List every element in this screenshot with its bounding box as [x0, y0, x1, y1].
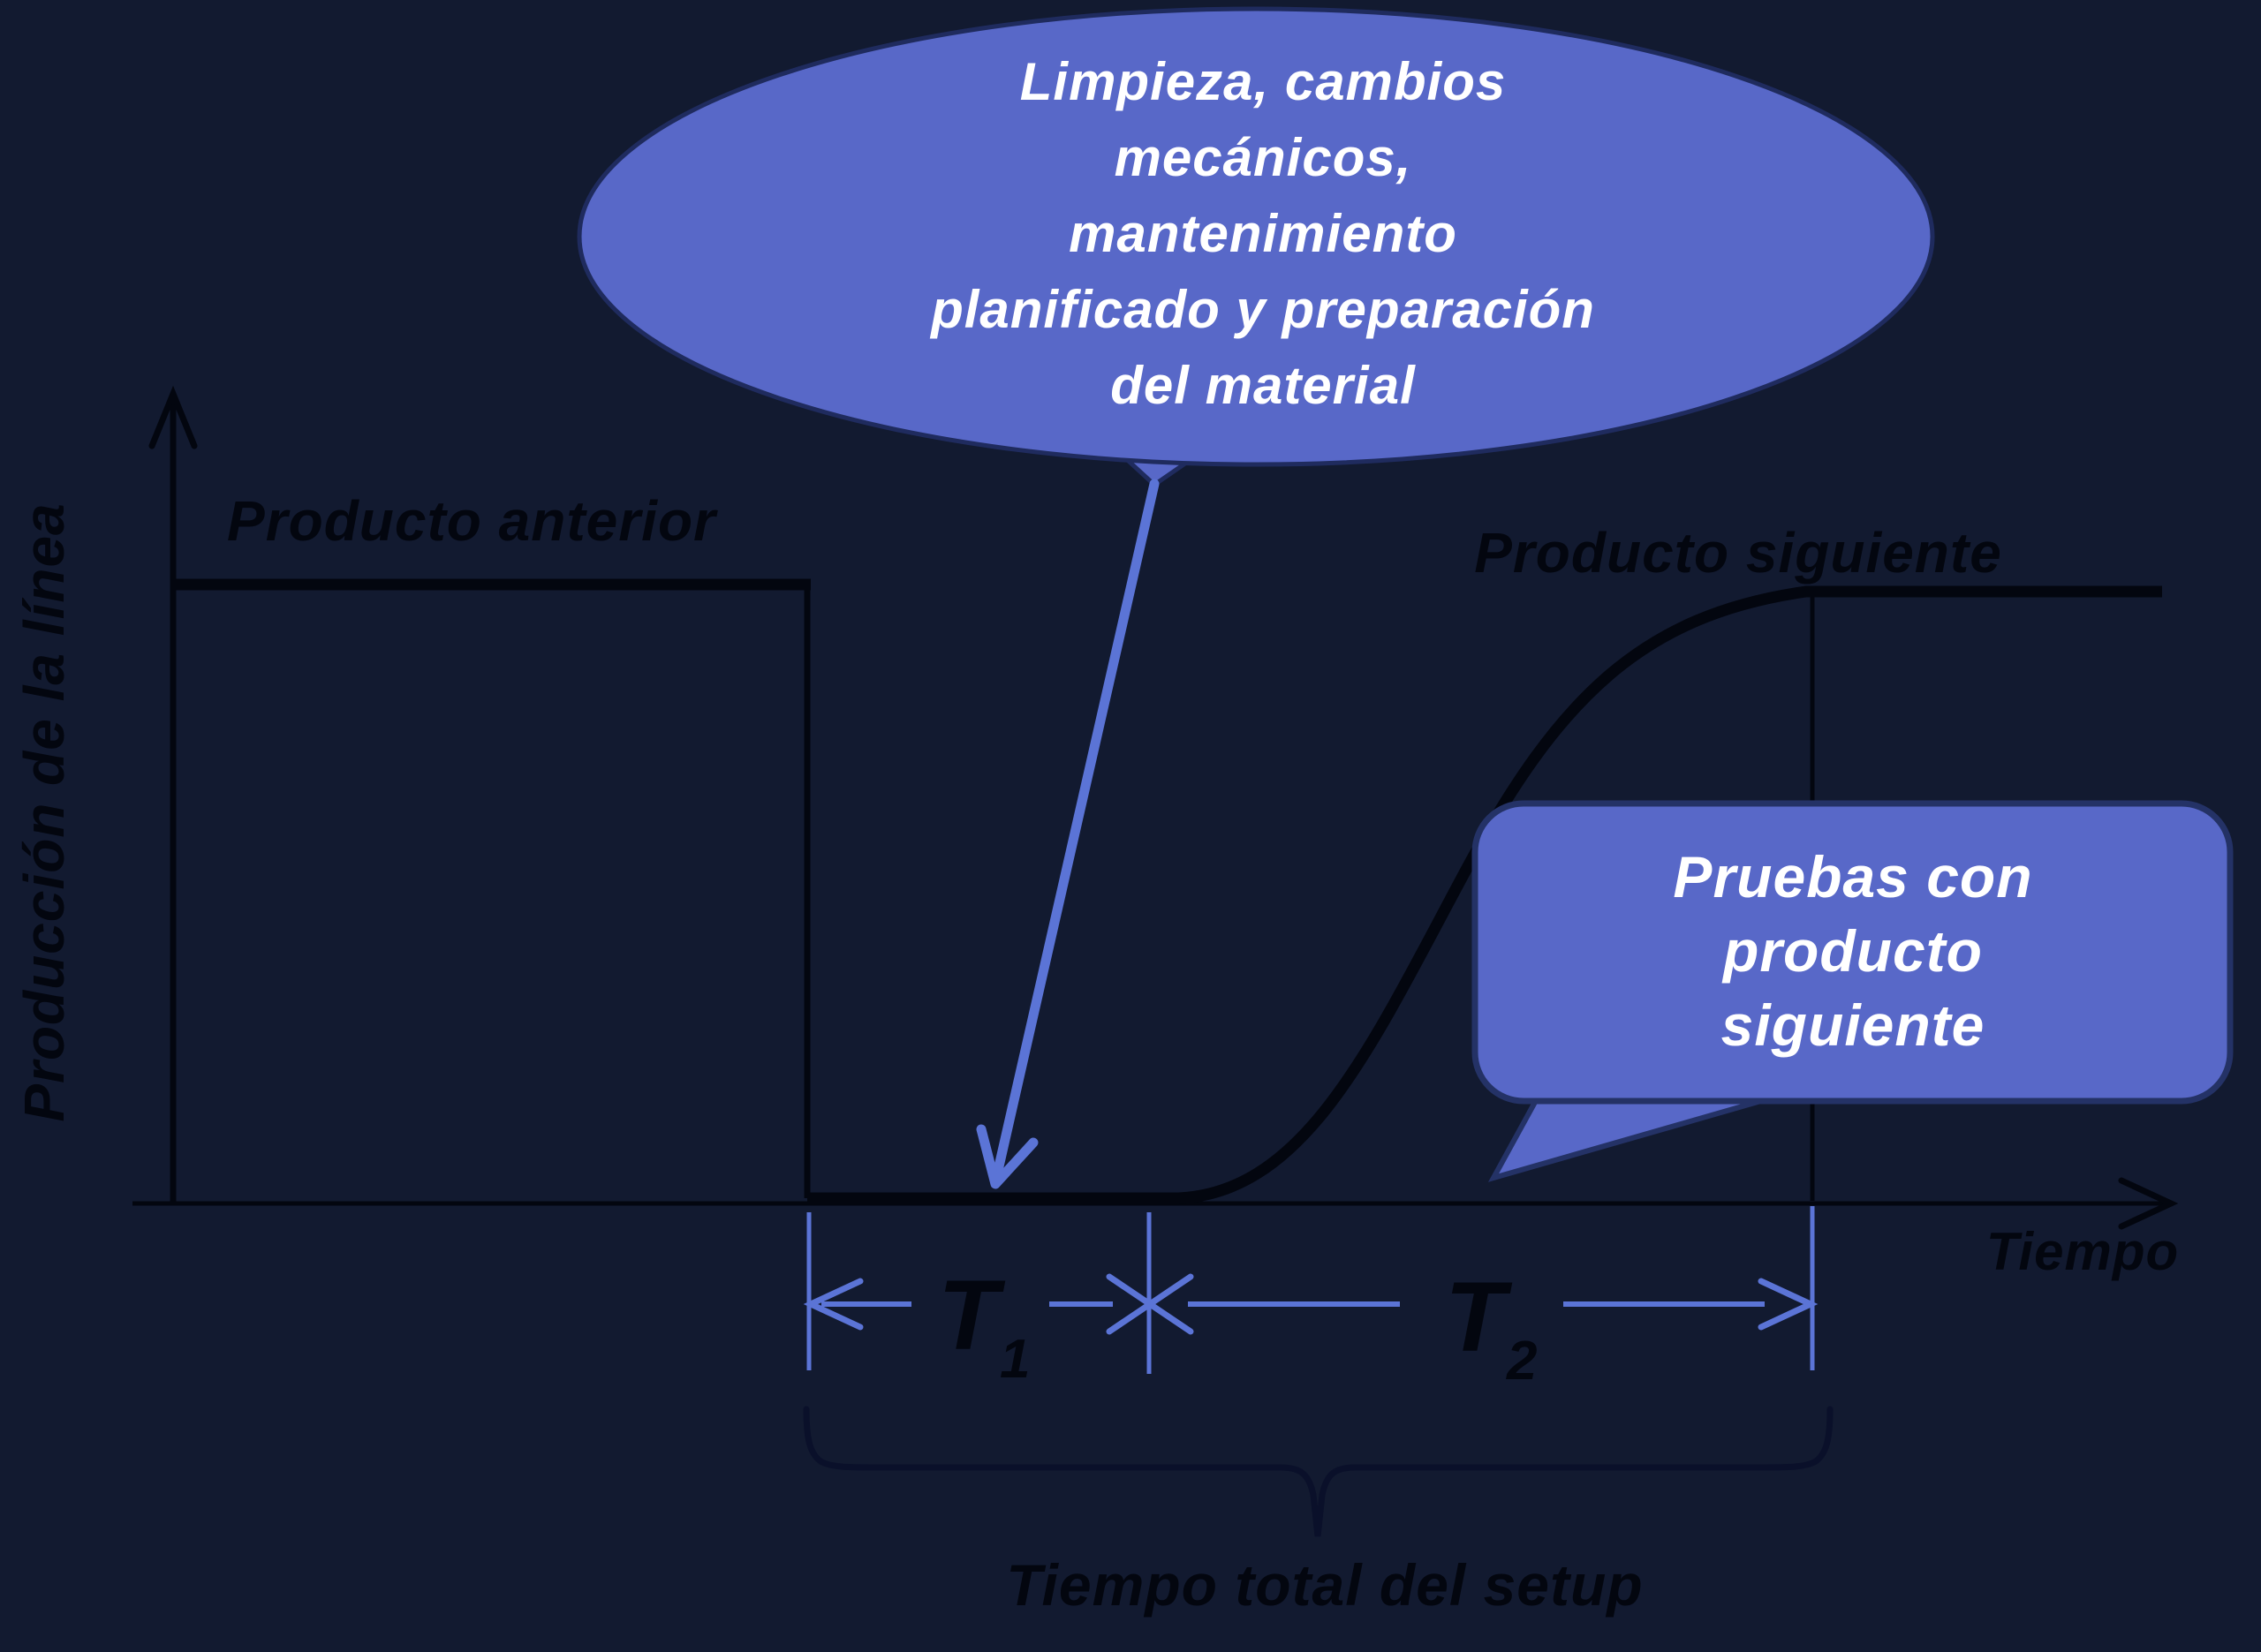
rect-callout-bubble — [1471, 800, 2234, 1105]
ellipse-callout-line-5: del material — [1110, 356, 1416, 415]
next-product-label: Producto siguiente — [1474, 521, 2002, 585]
rect-callout-line-1: Pruebas con — [1673, 844, 2032, 909]
next-product-rampup-curve — [807, 585, 2162, 1204]
ellipse-callout-line-4: planificado y preparación — [929, 280, 1595, 339]
ellipse-callout-line-2: mecánicos, — [1115, 128, 1412, 187]
total-setup-label: Tiempo total del setup — [1006, 1552, 1643, 1618]
t1-label-subscript: 1 — [1000, 1329, 1030, 1390]
rect-callout-line-2: producto — [1721, 918, 1983, 984]
t1-left-arrowhead — [803, 1278, 864, 1331]
callout-pointer-arrow-shaft — [992, 479, 1160, 1180]
x-axis-arrowhead — [2118, 1177, 2179, 1230]
y-axis-title: Producción de la línea — [12, 502, 76, 1121]
y-axis-arrowhead — [148, 385, 198, 449]
total-setup-brace — [803, 1406, 1834, 1537]
rect-callout-line-3: siguiente — [1721, 992, 1985, 1058]
t1-t2-cross-arrowheads-b — [1106, 1273, 1194, 1335]
t2-right-arrowhead — [1758, 1278, 1819, 1331]
ellipse-callout-bubble — [577, 6, 1935, 467]
previous-product-label: Producto anterior — [227, 489, 718, 553]
ellipse-callout-line-1: Limpieza, cambios — [1020, 52, 1507, 111]
t2-label-subscript: 2 — [1506, 1331, 1537, 1392]
callout-pointer-arrowhead — [976, 1124, 1039, 1189]
ellipse-callout-line-3: mantenimiento — [1069, 204, 1457, 263]
t1-label: T — [938, 1260, 1006, 1370]
t2-label: T — [1445, 1262, 1513, 1372]
x-axis-title: Tiempo — [1986, 1222, 2179, 1281]
